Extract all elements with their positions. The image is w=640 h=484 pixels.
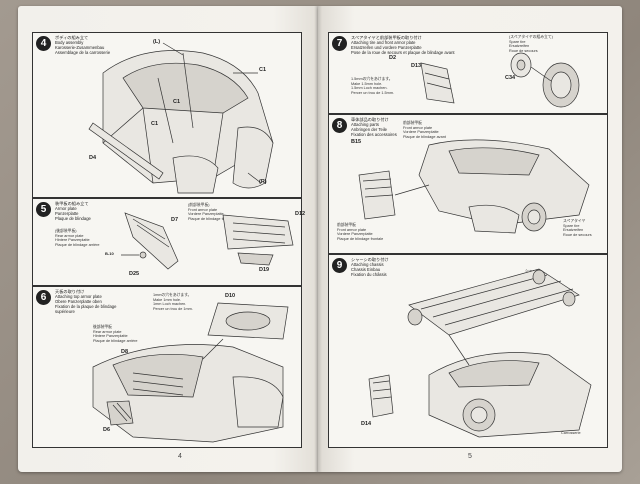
step-note: スペアタイヤ Spare tire Ersatzreifen Roue de s… [563, 219, 592, 237]
step-note: 1.5mmの穴をあけます。 Make 1.5mm hole. 1.5mm Loc… [351, 77, 395, 95]
part-label: C1 [151, 121, 159, 127]
right-page: 7 スペアタイヤと前部装甲板の取り付け Attaching tire and f… [318, 6, 622, 472]
step-title: 天板の取り付け Attaching top armor plate Obere … [55, 289, 117, 314]
step-9-panel: 9 シャーシの取り付け Attaching chassis Chassis Ei… [328, 254, 608, 448]
step-number: 8 [332, 118, 347, 133]
step-note: 1mmの穴をあけます。 Make 1mm hole. 1mm Loch mach… [153, 293, 193, 311]
step-title: シャーシの取り付け Attaching chassis Chassis Einb… [351, 257, 389, 277]
step-note: 前部装甲板 Front armor plate Vordere Panzerpl… [337, 223, 384, 241]
step-note: 前部装甲板 Front armor plate Vordere Panzerpl… [403, 121, 446, 139]
step-title: 装甲板の組み立て Armor plate Panzerplatte Plaque… [55, 201, 91, 221]
part-label: D7 [171, 217, 179, 223]
part-label: D8 [121, 349, 129, 355]
step-note: (後部装甲板) Rear armor plate Hintere Panzerp… [55, 229, 100, 247]
step-number: 4 [36, 36, 51, 51]
chassis-drawing [368, 268, 592, 438]
armor-plate-drawing [121, 212, 294, 270]
spare-tire-drawing [420, 52, 580, 108]
body-assembly-drawing [88, 42, 274, 194]
part-label: C1 [259, 67, 267, 73]
part-label: D13 [411, 63, 422, 69]
instruction-booklet: 4 ボディの組み立て Body assembly Karosserie-Zusa… [18, 6, 622, 476]
part-label: C34 [505, 75, 516, 81]
part-label: D2 [389, 55, 397, 61]
step-8-panel: 8 車体部品の取り付け Attaching parts Anbringen de… [328, 114, 608, 254]
part-label: D10 [225, 293, 236, 299]
step-number: 7 [332, 36, 347, 51]
part-label: (R) [259, 179, 267, 185]
part-label: D6 [103, 427, 111, 433]
step-4-panel: 4 ボディの組み立て Body assembly Karosserie-Zusa… [32, 32, 302, 198]
part-label: B-10 [105, 251, 114, 256]
step-note: (スペアタイヤの組み立て) Spare tire Ersatzreifen Ro… [509, 35, 553, 53]
part-label: D14 [361, 421, 372, 427]
step-6-panel: 6 天板の取り付け Attaching top armor plate Ober… [32, 286, 302, 448]
part-label: D4 [89, 155, 97, 161]
step-number: 9 [332, 258, 347, 273]
part-label: (L) [153, 39, 161, 45]
parts-attachment-drawing [358, 139, 590, 234]
step-title: ボディの組み立て Body assembly Karosserie-Zusamm… [55, 35, 111, 55]
step-number: 6 [36, 290, 51, 305]
step-note: 後部装甲板 Rear armor plate Hintere Panzerpla… [93, 325, 138, 343]
part-label: B15 [351, 139, 362, 145]
part-label: D12 [295, 211, 306, 217]
left-page: 4 ボディの組み立て Body assembly Karosserie-Zusa… [18, 6, 318, 472]
part-label: D25 [129, 271, 140, 277]
step-5-panel: 5 装甲板の組み立て Armor plate Panzerplatte Plaq… [32, 198, 306, 286]
step-7-panel: 7 スペアタイヤと前部装甲板の取り付け Attaching tire and f… [328, 32, 608, 114]
page-number: 5 [468, 453, 472, 460]
booklet-spine [314, 6, 322, 472]
page-number: 4 [178, 453, 182, 460]
step-title: スペアタイヤと前部装甲板の取り付け Attaching tire and fro… [351, 35, 455, 55]
step-title: 車体部品の取り付け Attaching parts Anbringen der … [351, 117, 397, 137]
step-number: 5 [36, 202, 51, 217]
top-armor-drawing [92, 302, 289, 443]
part-label: C1 [173, 99, 181, 105]
part-label: D19 [259, 267, 270, 273]
